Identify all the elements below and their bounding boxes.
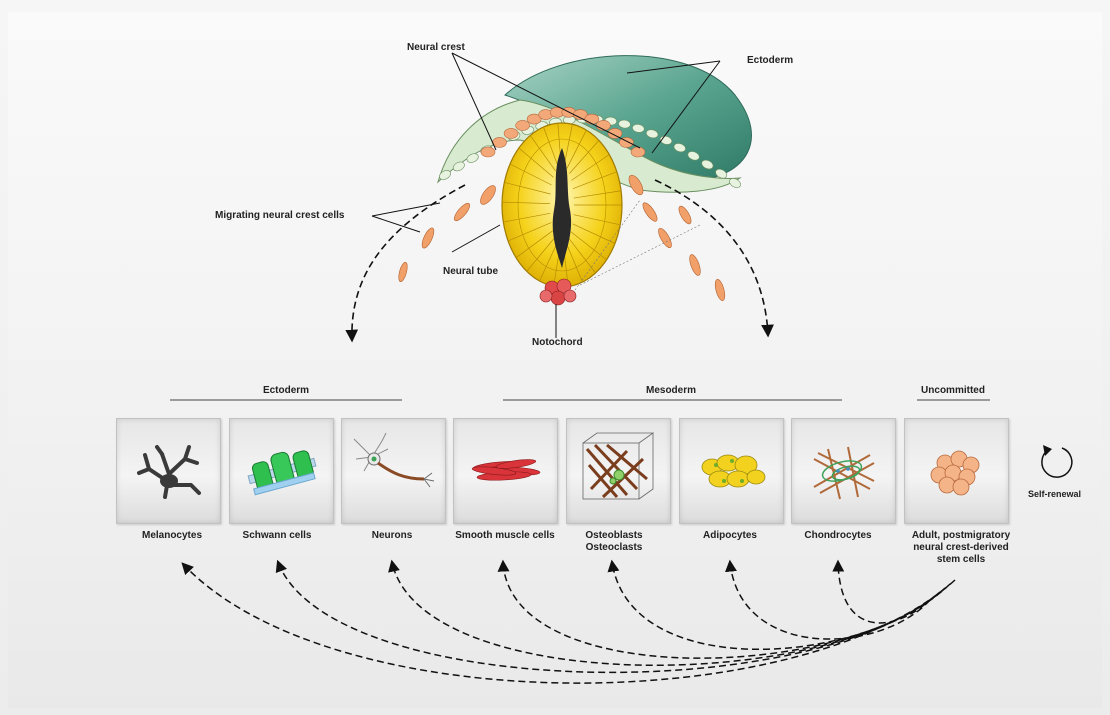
box-neurons — [341, 418, 446, 524]
box-melanocytes — [116, 418, 221, 524]
label-migrating-cells: Migrating neural crest cells — [215, 210, 345, 222]
differentiation-arrows — [183, 562, 955, 683]
box-stem-cells — [904, 418, 1009, 524]
chondrocyte-icon — [792, 419, 895, 523]
neuron-icon — [342, 419, 445, 523]
right-migration-arrow — [655, 180, 768, 335]
box-smooth-muscle — [453, 418, 558, 524]
label-notochord: Notochord — [532, 337, 583, 349]
cell-label-chondrocytes: Chondrocytes — [804, 530, 871, 542]
box-schwann-cells — [229, 418, 334, 524]
group-mesoderm: Mesoderm — [646, 385, 696, 397]
box-chondrocytes — [791, 418, 896, 524]
cell-label-melanocytes: Melanocytes — [142, 530, 202, 542]
left-migration-arrow — [352, 185, 465, 340]
cell-label-smooth-muscle: Smooth muscle cells — [455, 530, 554, 542]
label-neural-crest: Neural crest — [407, 42, 465, 54]
bone-cell-icon — [567, 419, 670, 523]
adipocyte-icon — [680, 419, 783, 523]
self-renewal-icon — [1042, 445, 1072, 477]
box-bone-cells — [566, 418, 671, 524]
cell-label-adipocytes: Adipocytes — [703, 530, 757, 542]
label-self-renewal: Self-renewal — [1028, 488, 1081, 500]
stem-cell-cluster-icon — [905, 419, 1008, 523]
group-ectoderm: Ectoderm — [263, 385, 309, 397]
label-neural-tube: Neural tube — [443, 266, 498, 278]
label-ectoderm-top: Ectoderm — [747, 55, 793, 67]
box-adipocytes — [679, 418, 784, 524]
schwann-cell-icon — [230, 419, 333, 523]
cell-label-neurons: Neurons — [372, 530, 413, 542]
group-uncommitted: Uncommitted — [921, 385, 985, 397]
melanocyte-icon — [117, 419, 220, 523]
cell-label-schwann: Schwann cells — [243, 530, 312, 542]
smooth-muscle-icon — [454, 419, 557, 523]
